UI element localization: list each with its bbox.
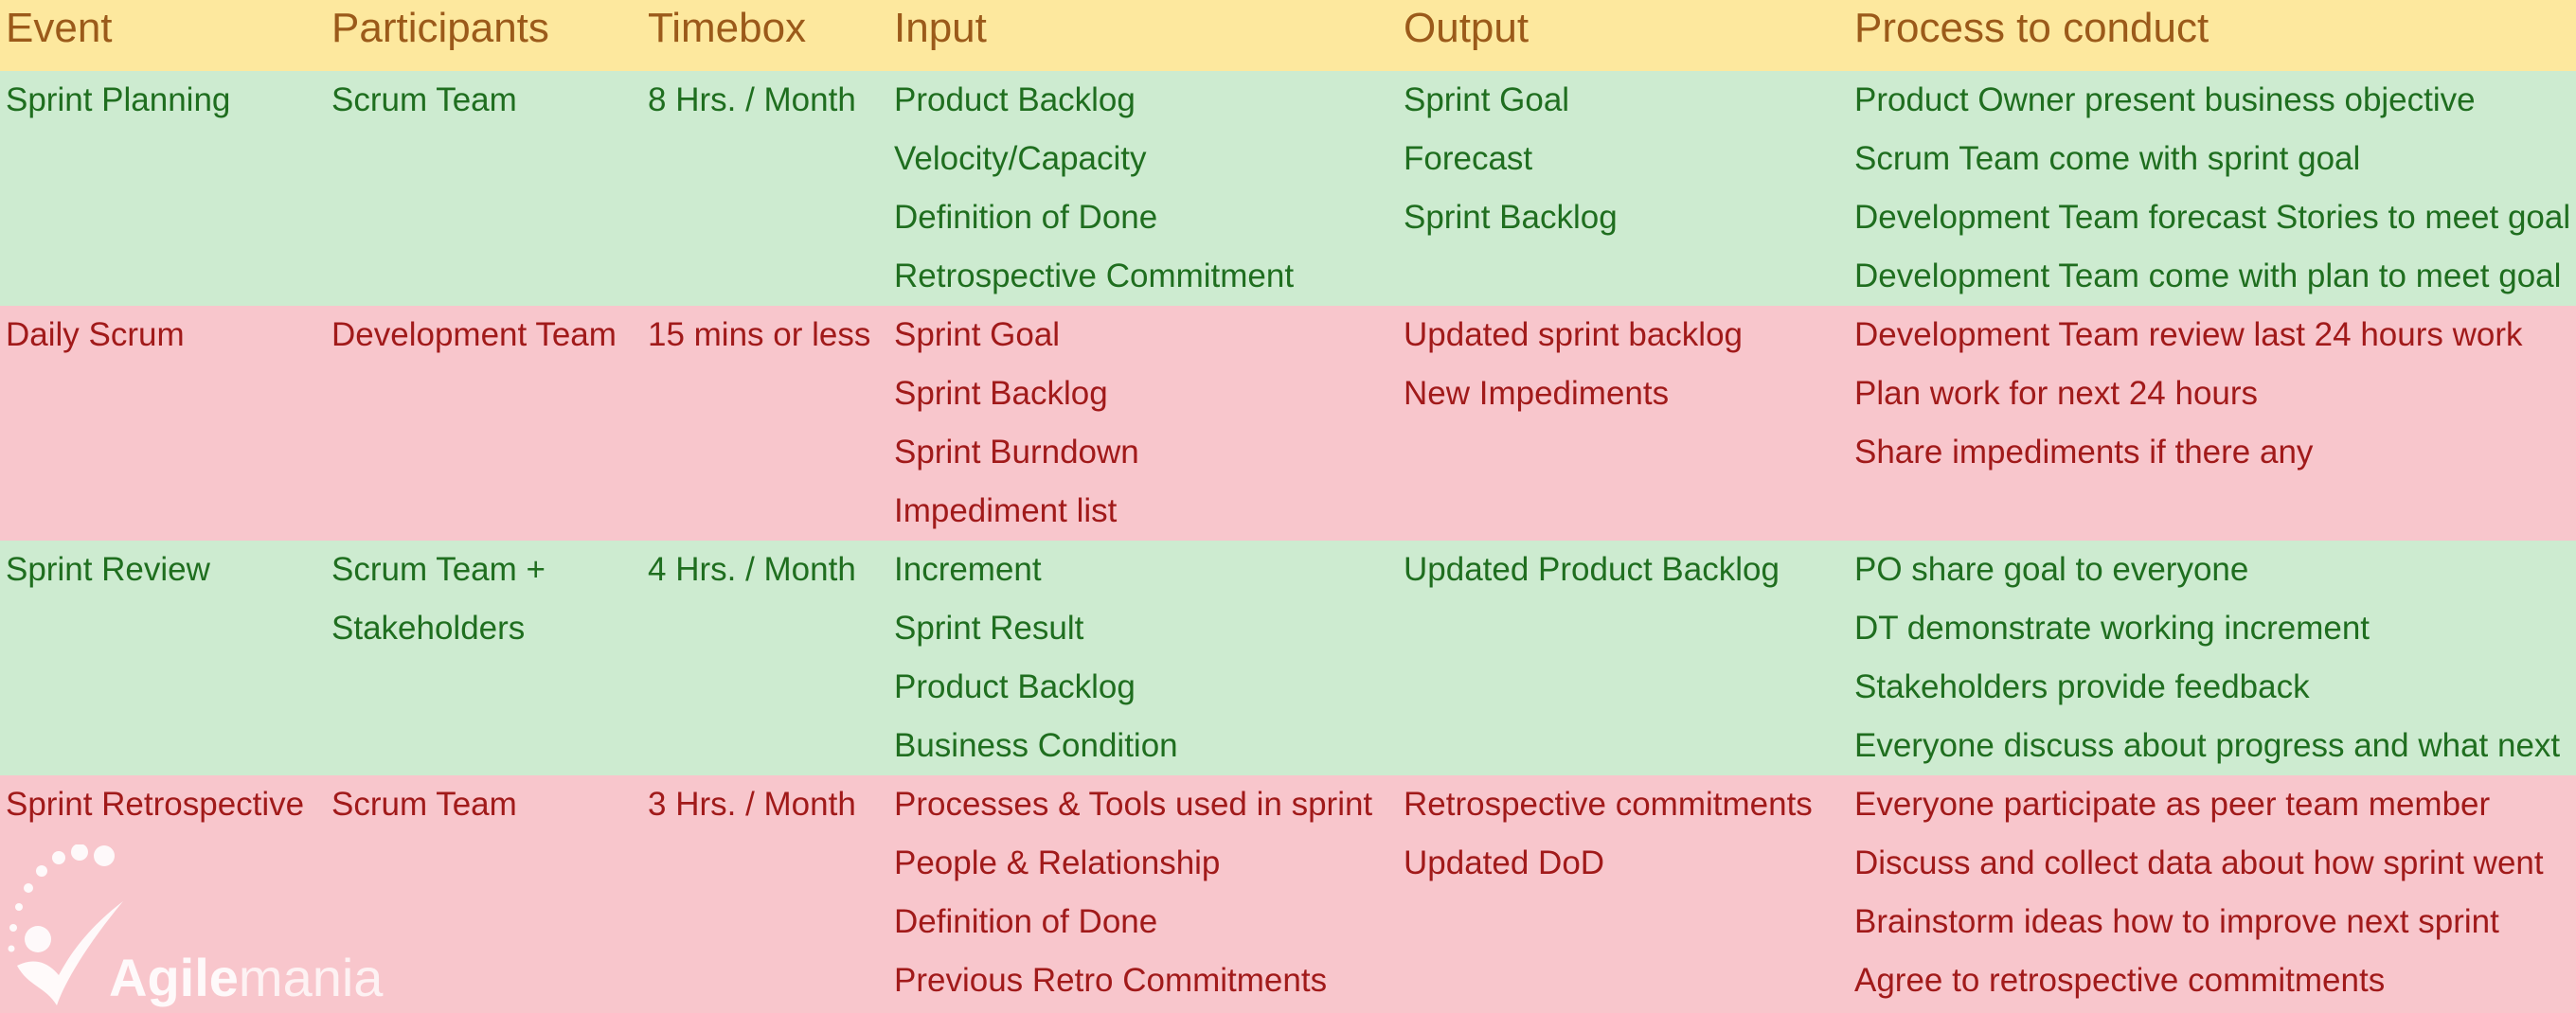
process-item: Brainstorm ideas how to improve next spr…	[1854, 903, 2499, 940]
timebox: 3 Hrs. / Month	[648, 786, 856, 823]
input-item: Velocity/Capacity	[894, 140, 1147, 177]
event-name: Sprint Review	[6, 551, 210, 588]
header-output: Output	[1404, 5, 1530, 51]
header-participants: Participants	[331, 5, 549, 51]
table-header: Event Participants Timebox Input Output …	[0, 0, 2576, 71]
input-item: Definition of Done	[894, 199, 1158, 236]
output-item: New Impediments	[1404, 375, 1670, 412]
process-item: Discuss and collect data about how sprin…	[1854, 844, 2544, 881]
process-item: Development Team forecast Stories to mee…	[1854, 199, 2571, 236]
timebox: 15 mins or less	[648, 316, 871, 353]
row-sprint-review: Sprint Review Scrum Team + Stakeholders …	[0, 541, 2576, 775]
process-item: PO share goal to everyone	[1854, 551, 2249, 588]
output-item: Sprint Backlog	[1404, 199, 1618, 236]
event-name: Sprint Planning	[6, 81, 231, 118]
output-item: Retrospective commitments	[1404, 786, 1813, 823]
input-item: People & Relationship	[894, 844, 1221, 881]
header-timebox: Timebox	[648, 5, 807, 51]
output-item: Sprint Goal	[1404, 81, 1570, 118]
process-item: Everyone discuss about progress and what…	[1854, 727, 2561, 764]
input-item: Product Backlog	[894, 668, 1136, 705]
header-event: Event	[6, 5, 113, 51]
process-item: Plan work for next 24 hours	[1854, 375, 2259, 412]
process-item: Share impediments if there any	[1854, 434, 2314, 471]
input-item: Previous Retro Commitments	[894, 962, 1328, 999]
input-item: Product Backlog	[894, 81, 1136, 118]
row-daily-scrum: Daily Scrum Development Team 15 mins or …	[0, 306, 2576, 541]
header-input: Input	[894, 5, 987, 51]
input-item: Sprint Goal	[894, 316, 1061, 353]
output-item: Updated DoD	[1404, 844, 1605, 881]
input-item: Sprint Result	[894, 610, 1084, 647]
input-item: Sprint Burndown	[894, 434, 1139, 471]
process-item: DT demonstrate working increment	[1854, 610, 2370, 647]
event-name: Sprint Retrospective	[6, 786, 305, 823]
event-name: Daily Scrum	[6, 316, 185, 353]
participant: Scrum Team +	[331, 551, 546, 588]
agilemania-logo-text: Agilemania	[109, 948, 384, 1007]
input-item: Sprint Backlog	[894, 375, 1108, 412]
process-item: Everyone participate as peer team member	[1854, 786, 2491, 823]
input-item: Definition of Done	[894, 903, 1158, 940]
input-item: Processes & Tools used in sprint	[894, 786, 1373, 823]
row-sprint-planning: Sprint Planning Scrum Team 8 Hrs. / Mont…	[0, 71, 2576, 306]
participant: Development Team	[331, 316, 617, 353]
output-item: Forecast	[1404, 140, 1533, 177]
output-item: Updated Product Backlog	[1404, 551, 1780, 588]
participant: Stakeholders	[331, 610, 526, 647]
input-item: Business Condition	[894, 727, 1178, 764]
participant: Scrum Team	[331, 786, 517, 823]
agilemania-logo: Agilemania	[0, 844, 398, 1013]
process-item: Development Team come with plan to meet …	[1854, 258, 2562, 294]
timebox: 8 Hrs. / Month	[648, 81, 856, 118]
header-process: Process to conduct	[1854, 5, 2209, 51]
process-item: Development Team review last 24 hours wo…	[1854, 316, 2523, 353]
input-item: Impediment list	[894, 492, 1118, 529]
output-item: Updated sprint backlog	[1404, 316, 1743, 353]
process-item: Stakeholders provide feedback	[1854, 668, 2310, 705]
process-item: Scrum Team come with sprint goal	[1854, 140, 2361, 177]
agilemania-logo-icon	[8, 844, 123, 1005]
timebox: 4 Hrs. / Month	[648, 551, 856, 588]
row-sprint-retrospective: Sprint Retrospective Scrum Team 3 Hrs. /…	[0, 775, 2576, 1013]
process-item: Agree to retrospective commitments	[1854, 962, 2386, 999]
participant: Scrum Team	[331, 81, 517, 118]
process-item: Product Owner present business objective	[1854, 81, 2476, 118]
input-item: Retrospective Commitment	[894, 258, 1295, 294]
input-item: Increment	[894, 551, 1042, 588]
